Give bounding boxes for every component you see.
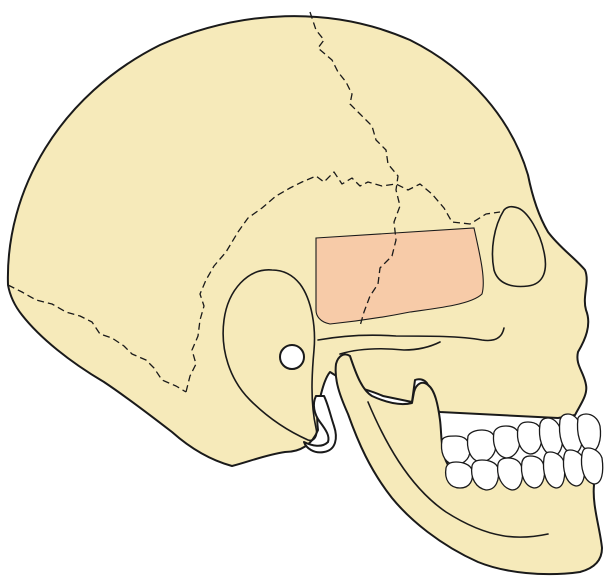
lower-molar-1 xyxy=(446,462,473,488)
upper-premolar-2 xyxy=(518,422,543,454)
upper-molar-2 xyxy=(468,430,497,462)
cranium xyxy=(8,16,588,466)
ear-canal xyxy=(280,345,304,369)
upper-molar-1 xyxy=(441,436,470,464)
upper-premolar-1 xyxy=(494,426,521,458)
